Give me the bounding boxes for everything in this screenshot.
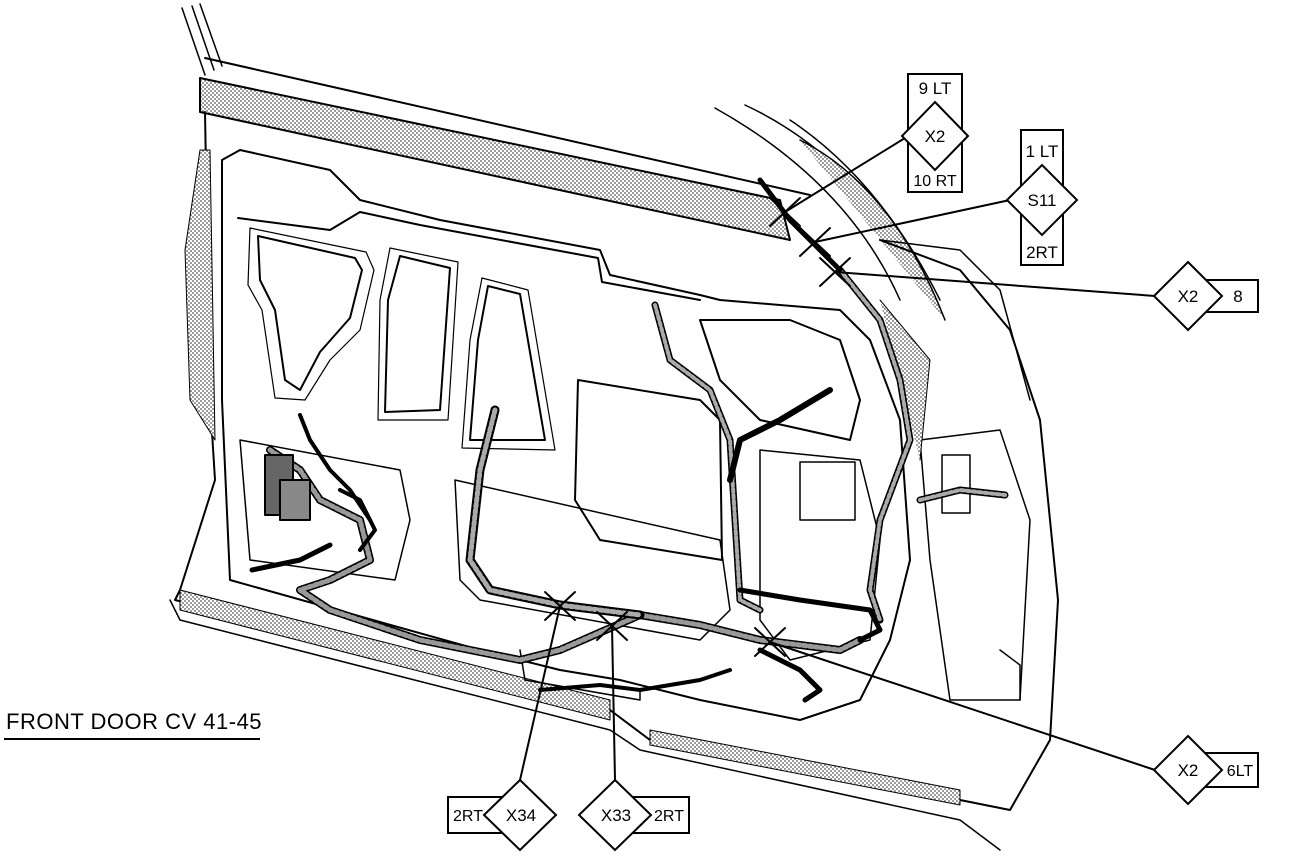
- connector-diamond: [1152, 734, 1224, 806]
- connector-diamond: [1005, 163, 1079, 237]
- callout-s11-1lt-2rt: 1 LT S11 2RT: [1005, 129, 1079, 266]
- wiring-harness: [249, 177, 1009, 703]
- leader-lines: [519, 137, 1156, 781]
- connector-label: X2: [1178, 761, 1199, 780]
- connector-label: X2: [1178, 287, 1199, 306]
- pin-label-bottom: 2RT: [1026, 243, 1058, 262]
- pin-label: 6LT: [1227, 763, 1254, 780]
- connector-label: X34: [506, 806, 536, 825]
- connector-label: X33: [601, 806, 631, 825]
- diagram-title-text: FRONT DOOR CV 41-45: [6, 709, 263, 734]
- callout-x33-2rt: X33 2RT: [577, 778, 690, 852]
- callout-x2-9lt-10rt: 9 LT X2 10 RT: [900, 73, 970, 193]
- pin-label-bottom: 10 RT: [913, 173, 957, 190]
- connector-diamond: [1152, 260, 1224, 332]
- pin-label: 2RT: [453, 808, 483, 825]
- pin-label-top: 9 LT: [919, 79, 952, 98]
- connector-diamond: [482, 778, 558, 852]
- pin-label: 8: [1233, 287, 1242, 306]
- callout-x2-6lt: X2 6LT: [1152, 734, 1259, 806]
- callout-x34-2rt: 2RT X34: [447, 778, 558, 852]
- callout-x2-8: X2 8: [1152, 260, 1259, 332]
- title-underline: [4, 738, 260, 740]
- connector-diamond: [900, 100, 970, 172]
- pin-label: 2RT: [654, 808, 684, 825]
- connector-label: S11: [1028, 191, 1057, 210]
- connector-label: X2: [925, 127, 946, 146]
- pin-label-top: 1 LT: [1026, 142, 1059, 161]
- connector-diamond: [577, 778, 653, 852]
